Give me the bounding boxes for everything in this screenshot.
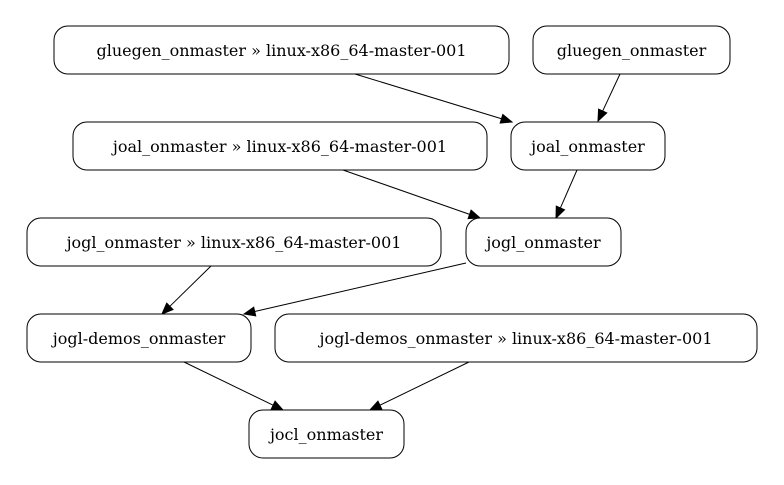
edge-line bbox=[602, 73, 621, 112]
node-box bbox=[465, 217, 622, 267]
edge-jogl-demos-to-jocl bbox=[183, 361, 285, 411]
nodes: gluegen_onmaster » linux-x86_64-master-0… bbox=[26, 25, 758, 459]
graph-node-jogl-demos-slave: jogl-demos_onmaster » linux-x86_64-maste… bbox=[274, 313, 758, 363]
arrowhead-icon bbox=[499, 113, 514, 124]
graph-node-jogl: jogl_onmaster bbox=[465, 217, 622, 267]
node-label: gluegen_onmaster » linux-x86_64-master-0… bbox=[96, 41, 466, 60]
node-box bbox=[26, 313, 252, 363]
node-label: jogl_onmaster » linux-x86_64-master-001 bbox=[65, 233, 402, 252]
graph-node-jocl: jocl_onmaster bbox=[248, 409, 405, 459]
edge-jogl-to-jogl-demos bbox=[242, 262, 467, 317]
edge-gluegen-to-joal bbox=[597, 73, 621, 123]
edge-line bbox=[379, 361, 470, 406]
edge-line bbox=[254, 262, 467, 313]
node-label: joal_onmaster » linux-x86_64-master-001 bbox=[111, 137, 447, 156]
node-label: jogl-demos_onmaster » linux-x86_64-maste… bbox=[317, 329, 712, 348]
edge-line bbox=[342, 169, 470, 215]
arrowhead-icon bbox=[597, 108, 608, 123]
edge-joal-to-jogl bbox=[555, 169, 578, 220]
edge-joal-slave-to-jogl bbox=[342, 169, 482, 220]
edge-line bbox=[169, 265, 212, 307]
graph-node-jogl-demos: jogl-demos_onmaster bbox=[26, 313, 252, 363]
node-label: jocl_onmaster bbox=[268, 425, 383, 444]
node-box bbox=[26, 217, 442, 267]
node-box bbox=[53, 25, 510, 75]
arrowhead-icon bbox=[270, 400, 285, 411]
graph-node-joal: joal_onmaster bbox=[510, 121, 666, 171]
node-box bbox=[72, 121, 488, 171]
arrowhead-icon bbox=[161, 302, 174, 315]
node-box bbox=[274, 313, 758, 363]
edge-gluegen-slave-to-joal bbox=[354, 73, 514, 124]
graph-node-jogl-slave: jogl_onmaster » linux-x86_64-master-001 bbox=[26, 217, 442, 267]
edge-line bbox=[354, 73, 502, 120]
graph-node-joal-slave: joal_onmaster » linux-x86_64-master-001 bbox=[72, 121, 488, 171]
arrowhead-icon bbox=[467, 209, 482, 220]
arrowhead-icon bbox=[555, 205, 566, 220]
graph-node-gluegen: gluegen_onmaster bbox=[532, 25, 731, 75]
node-box bbox=[532, 25, 731, 75]
edge-line bbox=[559, 169, 578, 209]
node-label: gluegen_onmaster bbox=[557, 41, 707, 60]
node-label: jogl-demos_onmaster bbox=[51, 329, 226, 348]
graph-node-gluegen-slave: gluegen_onmaster » linux-x86_64-master-0… bbox=[53, 25, 510, 75]
edges bbox=[161, 73, 621, 411]
arrowhead-icon bbox=[242, 306, 257, 317]
node-box bbox=[510, 121, 666, 171]
edge-jogl-slave-to-jogl-demos bbox=[161, 265, 212, 315]
node-box bbox=[248, 409, 405, 459]
edge-line bbox=[183, 361, 274, 406]
node-label: joal_onmaster bbox=[529, 137, 645, 156]
node-label: jogl_onmaster bbox=[484, 233, 601, 252]
arrowhead-icon bbox=[368, 400, 383, 411]
edge-jogl-demos-slave-to-jocl bbox=[368, 361, 470, 411]
